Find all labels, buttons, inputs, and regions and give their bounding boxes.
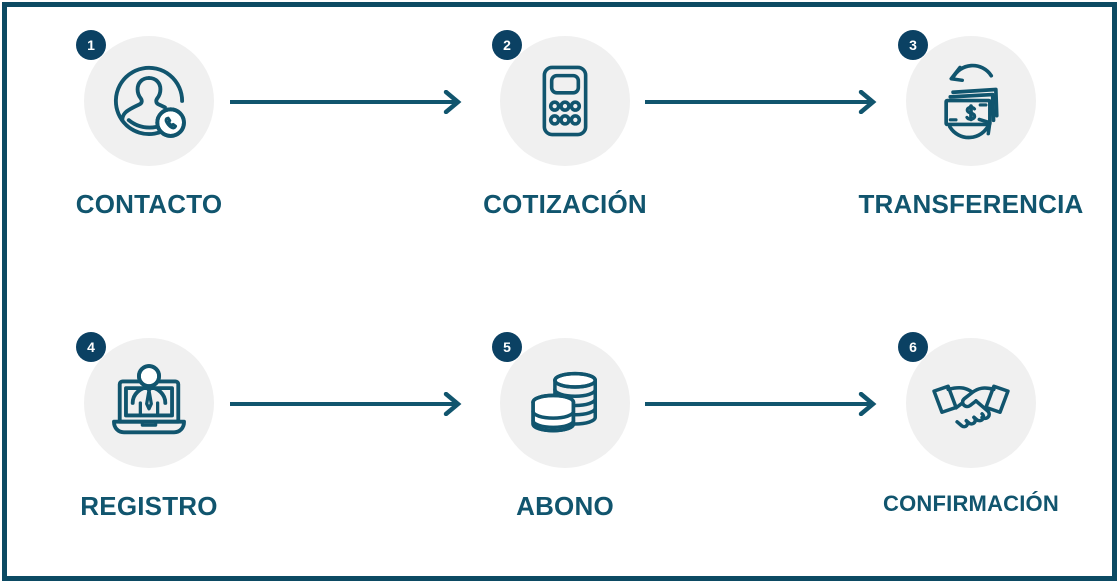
step-node-contacto[interactable]: 1 CONTACTO bbox=[24, 30, 274, 219]
arrow-1-to-2 bbox=[230, 90, 465, 114]
step-label: TRANSFERENCIA bbox=[858, 189, 1084, 219]
step-label: REGISTRO bbox=[80, 491, 218, 521]
contact-person-phone-icon bbox=[84, 36, 214, 166]
step-badge-number: 5 bbox=[492, 332, 522, 362]
coins-stack-icon bbox=[500, 338, 630, 468]
step-circle-wrap: 3 bbox=[898, 30, 1036, 166]
calculator-icon bbox=[500, 36, 630, 166]
step-badge-number: 3 bbox=[898, 30, 928, 60]
laptop-person-icon bbox=[84, 338, 214, 468]
step-circle-wrap: 4 bbox=[76, 332, 214, 468]
step-node-transferencia[interactable]: 3 TRANSFERENCIA bbox=[846, 30, 1096, 219]
step-node-registro[interactable]: 4 REGISTRO bbox=[24, 332, 274, 521]
handshake-icon bbox=[906, 338, 1036, 468]
step-badge-number: 6 bbox=[898, 332, 928, 362]
arrow-2-to-3 bbox=[645, 90, 880, 114]
step-circle-wrap: 2 bbox=[492, 30, 630, 166]
step-circle-wrap: 6 bbox=[898, 332, 1036, 468]
step-badge-number: 2 bbox=[492, 30, 522, 60]
step-node-confirmacion[interactable]: 6 CONFIRMACIÓN bbox=[846, 332, 1096, 516]
step-label: CONFIRMACIÓN bbox=[883, 491, 1059, 516]
step-node-abono[interactable]: 5 ABONO bbox=[440, 332, 690, 521]
step-node-cotizacion[interactable]: 2 COTIZACIÓN bbox=[440, 30, 690, 219]
step-circle-wrap: 1 bbox=[76, 30, 214, 166]
step-badge-number: 4 bbox=[76, 332, 106, 362]
step-label: ABONO bbox=[516, 491, 614, 521]
step-label: COTIZACIÓN bbox=[483, 189, 647, 219]
step-disc bbox=[84, 36, 214, 166]
arrow-5-to-6 bbox=[645, 392, 880, 416]
step-label: CONTACTO bbox=[75, 189, 223, 219]
money-transfer-icon bbox=[906, 36, 1036, 166]
step-badge-number: 1 bbox=[76, 30, 106, 60]
step-disc bbox=[84, 338, 214, 468]
step-circle-wrap: 5 bbox=[492, 332, 630, 468]
arrow-4-to-5 bbox=[230, 392, 465, 416]
